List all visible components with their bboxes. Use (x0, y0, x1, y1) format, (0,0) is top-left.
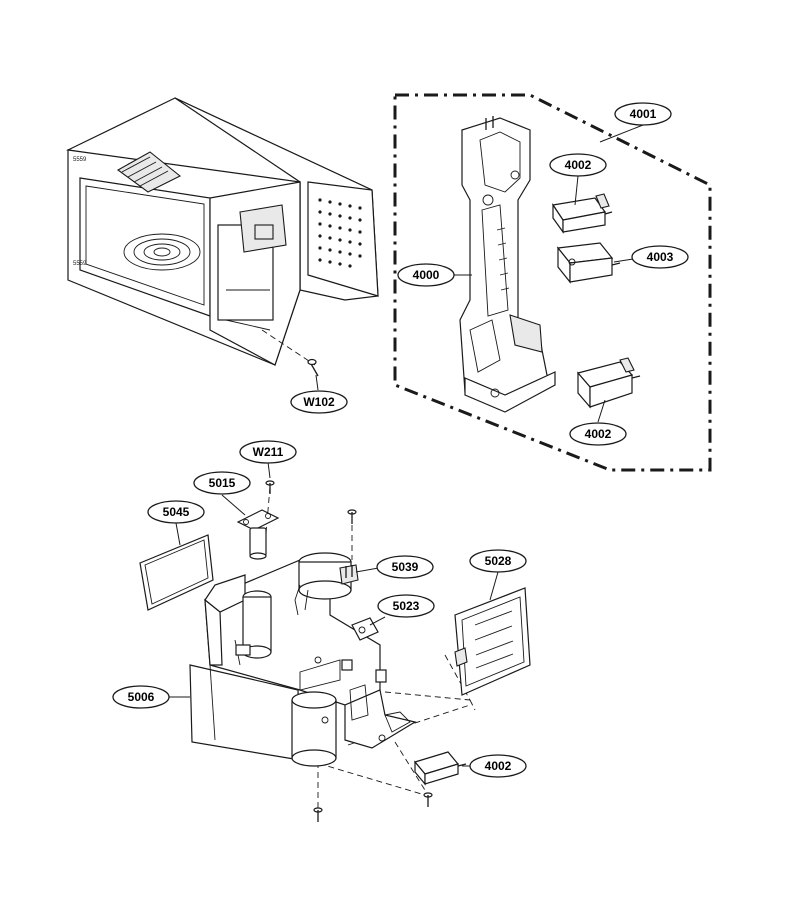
callout-4002-mid-text: 4002 (585, 427, 612, 441)
callout-w102-text: W102 (303, 395, 335, 409)
motor-5039 (294, 552, 359, 616)
callout-5015-text: 5015 (209, 476, 236, 490)
cover-sheet-5045 (139, 534, 214, 611)
microwave-cabinet: 5559 5559 (66, 97, 379, 377)
callout-5028-text: 5028 (485, 554, 512, 568)
screw-w211 (265, 480, 275, 494)
vent-dots (318, 198, 362, 268)
callout-4001-text: 4001 (630, 107, 657, 121)
callout-5028: 5028 (469, 549, 527, 573)
callout-5045-text: 5045 (163, 505, 190, 519)
callout-4002-top-text: 4002 (565, 158, 592, 172)
callout-4002-mid: 4002 (569, 422, 627, 446)
screw-bottom-left (313, 807, 323, 822)
callout-w102: W102 (290, 390, 348, 414)
screw-bottom-right (423, 792, 433, 807)
screw-top (347, 509, 357, 524)
cover-5028 (454, 587, 531, 696)
interlock-assembly-border (393, 93, 712, 472)
switch-5023 (351, 617, 379, 641)
callout-4003-text: 4003 (647, 250, 674, 264)
callout-4001: 4001 (614, 102, 672, 126)
callout-w211: W211 (239, 440, 297, 464)
callout-5023-text: 5023 (393, 599, 420, 613)
cabinet-label-lower: 5559 (73, 261, 87, 267)
thermostat-5015 (236, 509, 280, 560)
micro-switch-4003 (556, 242, 621, 284)
micro-switch-4002-mid (576, 357, 641, 409)
cabinet-label-upper: 5559 (73, 157, 87, 163)
micro-switch-4002-top (551, 193, 613, 234)
screw-w102 (307, 358, 319, 377)
micro-switch-4002-bottom (413, 751, 467, 786)
callout-5045: 5045 (147, 500, 205, 524)
callout-5015: 5015 (193, 471, 251, 495)
callout-4002-top: 4002 (549, 153, 607, 177)
callout-5039-text: 5039 (392, 560, 419, 574)
latch-board-4000 (459, 116, 556, 413)
callout-5039: 5039 (376, 555, 434, 579)
callout-4002-bottom: 4002 (469, 754, 527, 778)
callout-4000: 4000 (397, 263, 455, 287)
callout-w211-text: W211 (253, 445, 284, 459)
callout-4000-text: 4000 (413, 268, 440, 282)
callout-5023: 5023 (377, 594, 435, 618)
callout-4002-bottom-text: 4002 (485, 759, 512, 773)
callout-5006-text: 5006 (128, 690, 155, 704)
callout-5006: 5006 (112, 685, 170, 709)
mounting-plate-5006 (189, 559, 417, 767)
callout-4003: 4003 (631, 245, 689, 269)
